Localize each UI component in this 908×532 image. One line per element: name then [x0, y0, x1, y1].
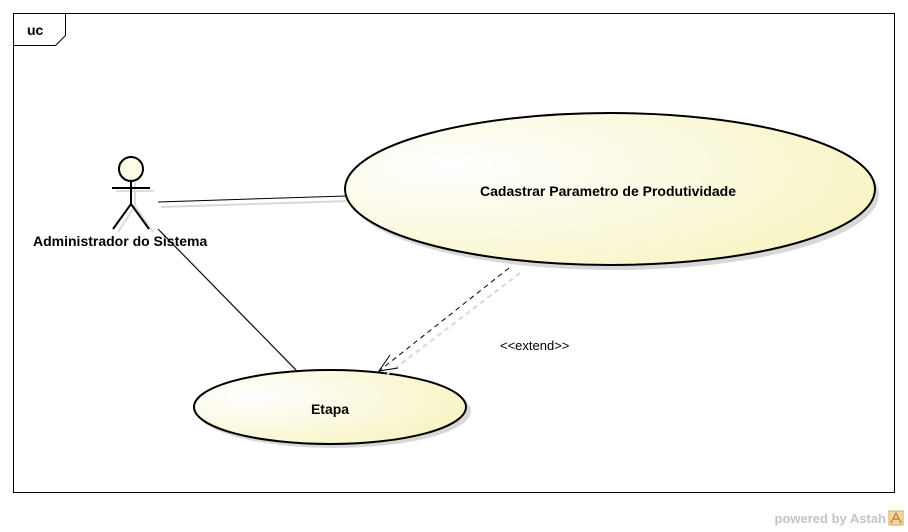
association-shadow [160, 200, 350, 208]
use-case-etapa-label: Etapa [310, 401, 350, 417]
actor-left-leg [112, 203, 132, 230]
astah-logo-icon [888, 510, 904, 526]
actor-stick-figure[interactable] [112, 156, 150, 230]
watermark-text: powered by Astah [774, 511, 886, 526]
diagram-frame [13, 13, 895, 493]
frame-label: uc [27, 22, 44, 38]
use-case-main-label: Cadastrar Parametro de Produtividade [480, 183, 736, 199]
actor-name: Administrador do Sistema [33, 233, 208, 249]
extend-shadow [384, 272, 521, 377]
extend-arrowhead [377, 354, 399, 372]
actor-head [118, 156, 144, 182]
actor-shadow [116, 183, 154, 233]
actor-right-leg [130, 203, 150, 230]
use-case-etapa[interactable] [193, 369, 467, 445]
extend-dependency[interactable] [378, 267, 510, 372]
association-actor-etapa[interactable] [157, 228, 297, 371]
use-case-main[interactable] [344, 112, 876, 266]
association-actor-main[interactable] [157, 195, 347, 203]
frame-tab [13, 13, 66, 46]
extend-stereotype-label: <<extend>> [500, 338, 570, 353]
